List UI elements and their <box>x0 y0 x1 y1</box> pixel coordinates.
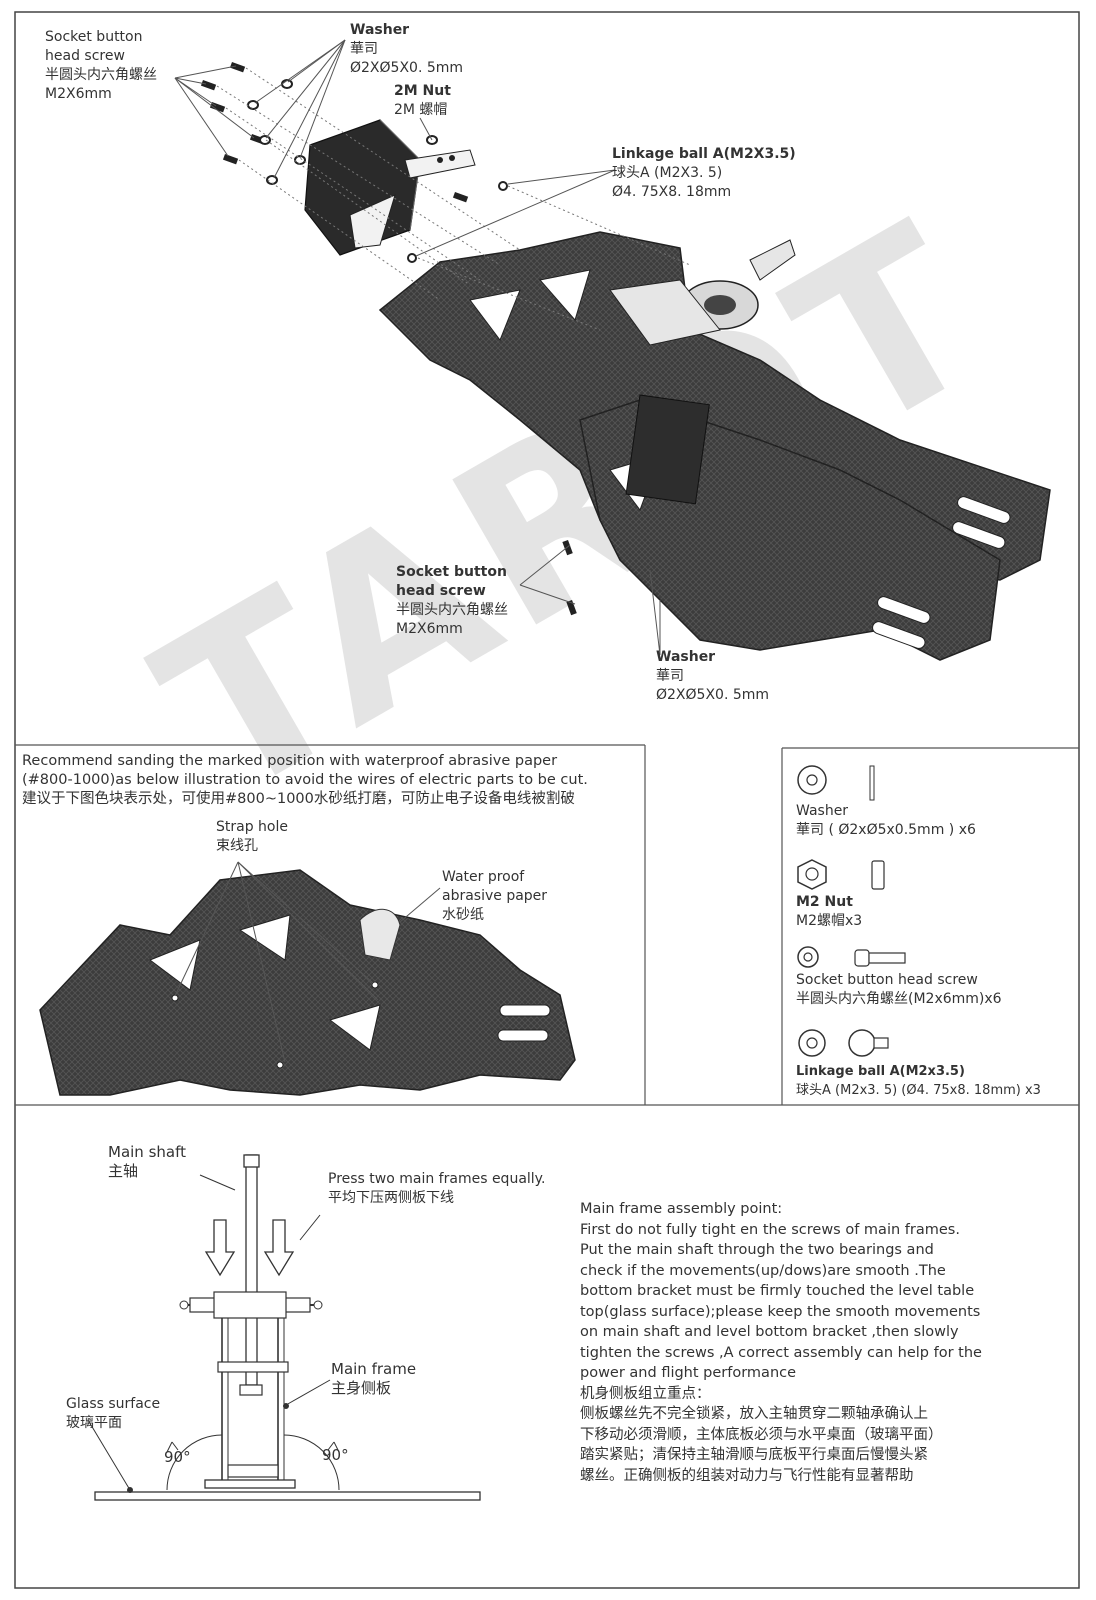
nut-label: 2M Nut 2M 螺帽 <box>394 83 451 118</box>
strap-hole-label: Strap hole 束线孔 <box>216 819 288 854</box>
main-frame-label: Main frame 主身侧板 <box>331 1360 417 1397</box>
main-frame-exploded <box>378 231 1051 661</box>
sanding-instruction: Recommend sanding the marked position wi… <box>22 753 588 807</box>
parts-nut: M2 Nut M2螺帽x3 <box>796 894 863 929</box>
servo-exploded <box>304 119 476 256</box>
washer-top-label: Washer 華司 Ø2XØ5X0. 5mm <box>350 22 464 76</box>
assembly-note: Main frame assembly point: First do not … <box>580 1201 982 1484</box>
parts-screw: Socket button head screw 半圆头内六角螺丝(M2x6mm… <box>796 972 1002 1007</box>
parts-linkage-ball: Linkage ball A(M2x3.5) 球头A (M2x3. 5) (Ø4… <box>796 1064 1041 1098</box>
side-frame-sanding <box>39 861 576 1096</box>
press-label: Press two main frames equally. 平均下压两侧板下线 <box>328 1171 546 1206</box>
page-border <box>14 11 1080 1589</box>
parts-icons <box>797 765 906 1057</box>
parts-washer: Washer 華司 ( Ø2xØ5x0.5mm ) x6 <box>796 803 976 838</box>
hardware-exploded <box>200 61 577 616</box>
washer-bottom-label: Washer 華司 Ø2XØ5X0. 5mm <box>656 649 770 703</box>
glass-surface-label: Glass surface 玻璃平面 <box>66 1396 161 1431</box>
abrasive-paper-label: Water proof abrasive paper 水砂纸 <box>442 869 548 923</box>
screw-top-label: Socket button head screw 半圆头内六角螺丝 M2X6mm <box>45 29 157 102</box>
angle-left-label: 90° <box>164 1448 191 1466</box>
screw-bottom-label: Socket button head screw 半圆头内六角螺丝 M2X6mm <box>396 564 508 637</box>
angle-right-label: 90° <box>322 1446 349 1464</box>
linkage-ball-label: Linkage ball A(M2X3.5) 球头A (M2X3. 5) Ø4.… <box>612 146 796 200</box>
main-shaft-label: Main shaft 主轴 <box>108 1143 186 1180</box>
assembly-diagram <box>87 1154 481 1501</box>
